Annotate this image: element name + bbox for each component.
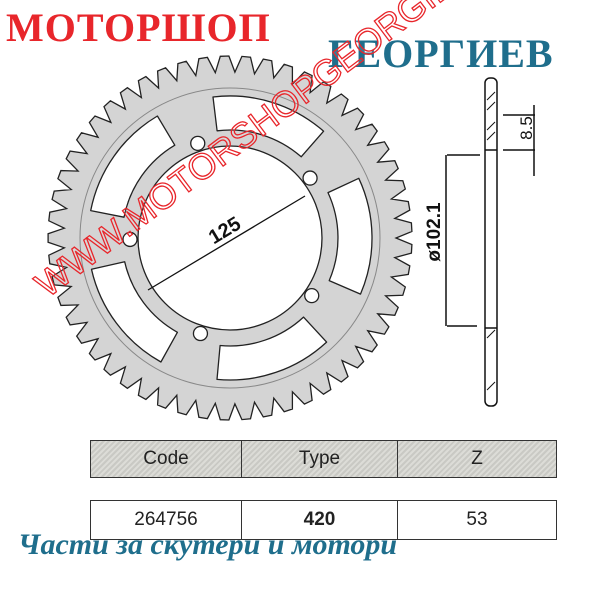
spec-table-header: Code Type Z (90, 440, 557, 478)
header-code: Code (91, 441, 242, 477)
brand-title-teal: ГЕОРГИЕВ (328, 31, 554, 76)
lightening-window (216, 316, 328, 381)
thickness-label: 8.5 (517, 116, 536, 140)
bolt-hole (122, 231, 138, 248)
sprocket-side-view (445, 77, 535, 407)
bolt-hole (302, 170, 318, 186)
table-row: 264756 420 53 (90, 500, 557, 540)
sprocket-front-view (47, 55, 413, 421)
bolt-hole (304, 287, 320, 304)
lightening-window (327, 177, 373, 295)
header-z: Z (471, 448, 483, 469)
header-type: Type (242, 441, 398, 477)
sprocket-root-ring (79, 87, 381, 389)
lightening-window (212, 95, 325, 158)
lightening-window (90, 261, 179, 363)
bolt-circle-dimension-line (147, 195, 306, 291)
bolt-circle-label: 125 (205, 213, 245, 249)
bolt-hole (190, 135, 206, 151)
brand-title-red: МОТОРШОП (6, 5, 271, 50)
cell-type: 420 (242, 501, 398, 539)
tagline: Части за скутери и мотори (18, 528, 398, 561)
bolt-hole (192, 325, 209, 342)
cell-code: 264756 (91, 501, 242, 539)
bore-diameter-label: ø102.1 (424, 202, 445, 262)
lightening-window (90, 115, 176, 218)
cell-z: 53 (466, 509, 488, 530)
